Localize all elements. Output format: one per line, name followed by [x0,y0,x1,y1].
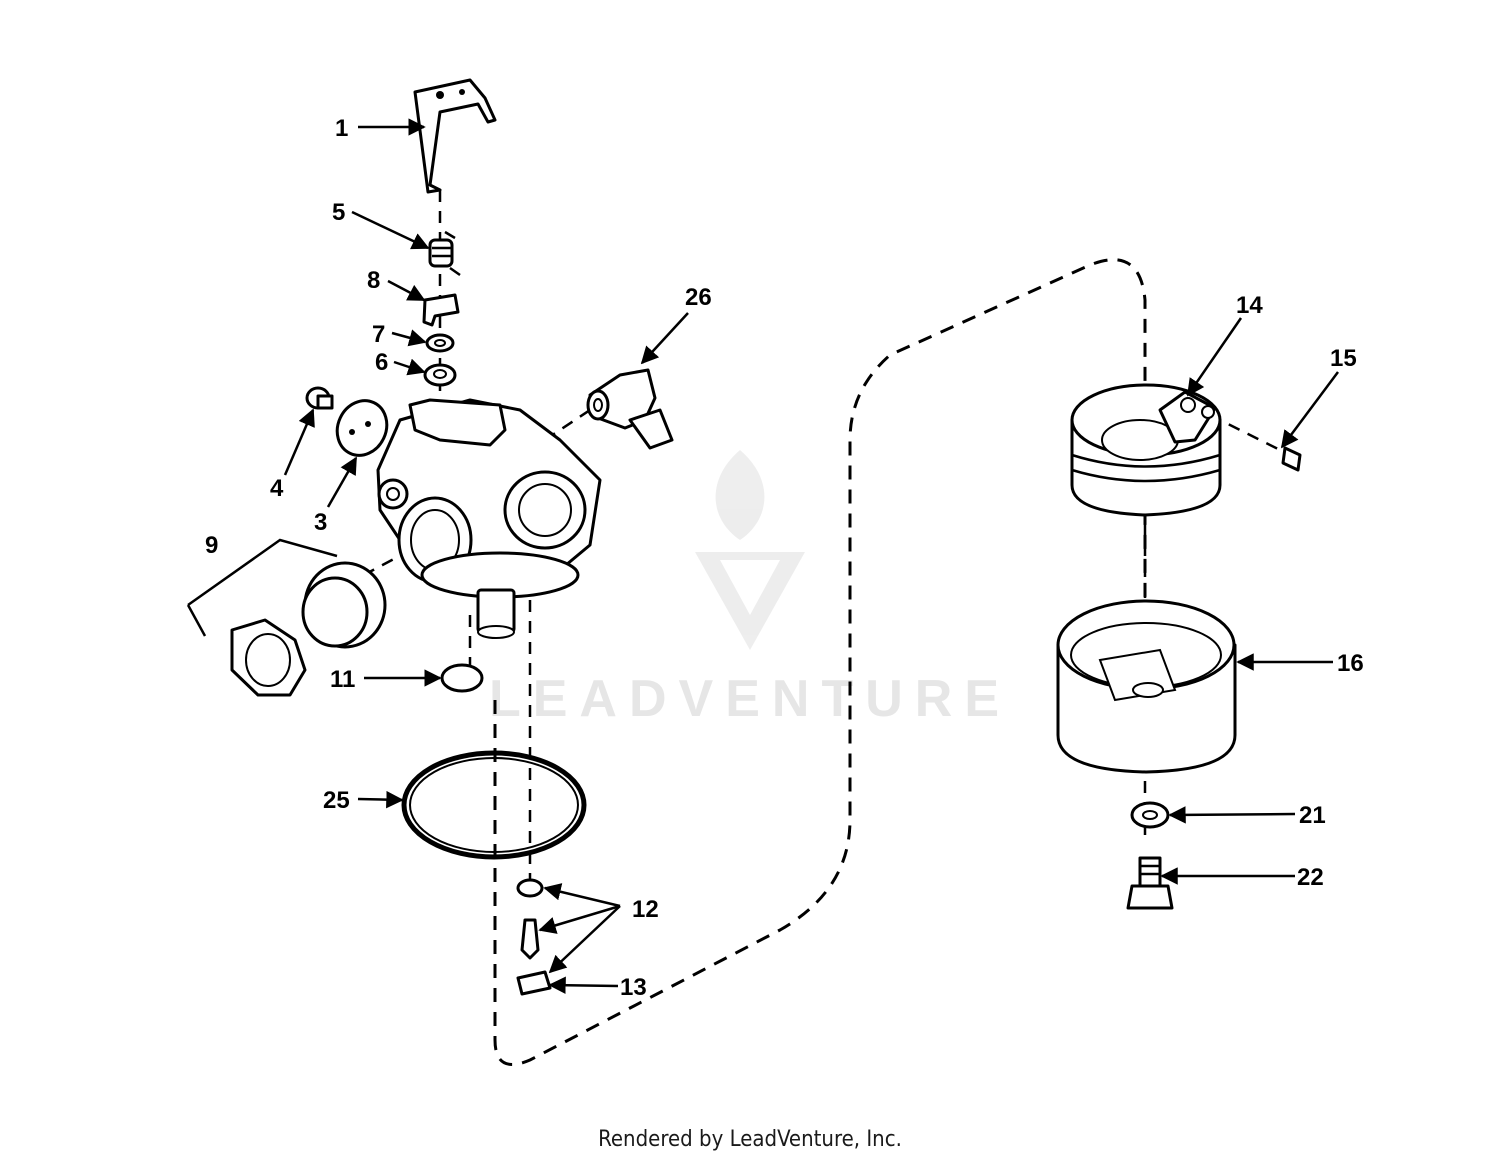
watermark-text: LEADVENTURE [489,670,1011,728]
float-bowl-part [1056,599,1237,774]
callout-15: 15 [1330,345,1357,372]
callout-5: 5 [332,199,345,226]
callout-11: 11 [330,666,355,693]
callout-12: 12 [632,896,659,923]
needle-clip-part [516,970,552,996]
spring-part [428,230,461,277]
callout-6: 6 [375,349,388,376]
pin-axis [1209,413,1291,457]
throttle-plate-part [335,399,389,457]
screw-part [305,386,334,410]
callout-16: 16 [1337,650,1364,677]
callout-25: 25 [323,787,350,814]
callout-26: 26 [685,284,712,311]
callout-9: 9 [205,532,218,559]
callout-4: 4 [270,475,284,502]
fuel-inlet-elbow-part [586,368,674,450]
carburetor-body-part [376,398,602,639]
watermark-logo [695,450,805,650]
throttle-shaft-part [413,78,497,194]
primer-bracket [186,538,338,637]
inlet-seat-part [440,663,484,693]
callout-7: 7 [372,321,385,348]
bowl-assembly-path [493,258,1147,1066]
float-pin-part [1281,446,1302,472]
primer-assembly-part [230,561,387,697]
bowl-gasket-part [401,750,587,860]
callout-3: 3 [314,509,327,536]
callout-8: 8 [367,267,380,294]
callout-21: 21 [1299,802,1326,829]
footer-credit: Rendered by LeadVenture, Inc. [598,1127,902,1152]
throttle-stop-part [422,293,460,327]
callout-14: 14 [1236,292,1263,319]
needle-washer-part [516,878,544,898]
callout-13: 13 [620,974,647,1001]
inlet-needle-part [520,918,540,960]
float-part [1070,383,1222,517]
callout-1: 1 [335,115,348,142]
callout-22: 22 [1297,864,1324,891]
bowl-nut-part [1126,856,1174,910]
